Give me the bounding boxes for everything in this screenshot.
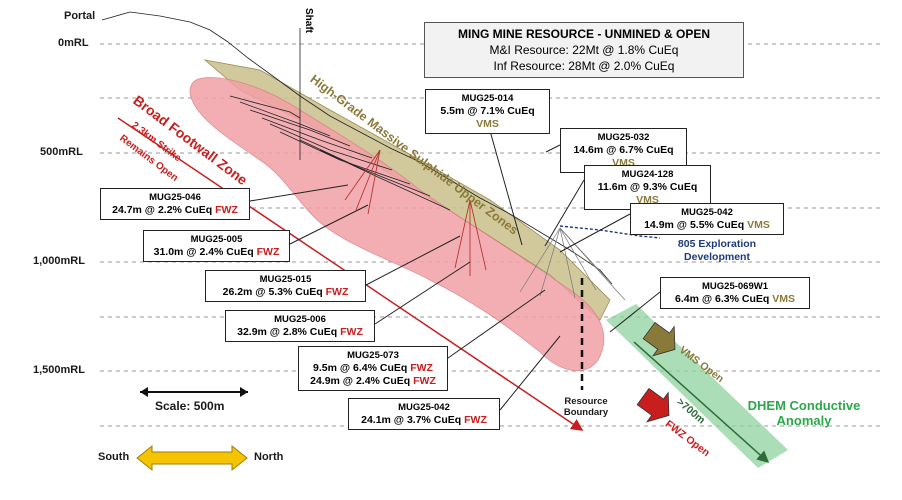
scale-label: Scale: 500m [155, 399, 225, 413]
intercept-tag: FWZ [464, 414, 487, 426]
hole-id: MUG25-046 [149, 192, 201, 203]
elevation-label-500: 500mRL [40, 146, 83, 158]
resource-boundary-label-2: Boundary [563, 407, 609, 418]
intercept-box: MUG25-042 24.1m @ 3.7% CuEq FWZ [348, 398, 500, 430]
resource-title: MING MINE RESOURCE - UNMINED & OPEN [457, 27, 710, 41]
fwz-open-arrow [636, 387, 670, 423]
hole-id: MUG25-014 [461, 93, 514, 104]
intercept-box: MUG25-015 26.2m @ 5.3% CuEq FWZ [205, 270, 366, 302]
intercept-box: MUG25-006 32.9m @ 2.8% CuEq FWZ [225, 310, 375, 342]
dhem-label-2: Anomaly [776, 413, 832, 428]
intercept-result: 14.9m @ 5.5% CuEq [644, 219, 745, 231]
hole-id: MUG25-069W1 [702, 281, 768, 292]
hole-id: MUG25-032 [597, 132, 650, 143]
hole-id: MUG24-128 [621, 169, 674, 180]
intercept-result: 14.6m @ 6.7% CuEq [573, 144, 674, 156]
intercept-box: MUG24-128 11.6m @ 9.3% CuEq VMS [584, 165, 711, 210]
intercept-box: MUG25-046 24.7m @ 2.2% CuEq FWZ [100, 188, 250, 220]
intercept-tag: FWZ [410, 362, 433, 374]
intercept-result: 9.5m @ 6.4% CuEq [313, 362, 408, 374]
intercept-tag: VMS [772, 293, 795, 305]
south-label: South [98, 451, 130, 463]
intercept-tag: FWZ [215, 204, 238, 216]
inf-resource: Inf Resource: 28Mt @ 2.0% CuEq [493, 59, 675, 73]
intercept-result: 31.0m @ 2.4% CuEq [153, 246, 254, 258]
exploration-label-1: 805 Exploration [677, 238, 757, 250]
intercept-tag: FWZ [256, 246, 280, 258]
mine-development [101, 11, 613, 285]
resource-boundary-label: Resource Boundary [556, 396, 616, 418]
exploration-label-2: Development [684, 251, 750, 263]
hole-id: MUG25-006 [274, 314, 326, 325]
elevation-label-0: 0mRL [58, 37, 89, 49]
intercept-tag: FWZ [413, 375, 436, 387]
intercept-result: 32.9m @ 2.8% CuEq [237, 326, 338, 338]
intercept-box: MUG25-073 9.5m @ 6.4% CuEq FWZ 24.9m @ 2… [298, 346, 448, 391]
mi-resource: M&I Resource: 22Mt @ 1.8% CuEq [489, 43, 679, 57]
intercept-tag: VMS [476, 118, 499, 130]
shaft-label: Shaft [303, 8, 314, 33]
exploration-label: 805 Exploration Development [662, 238, 772, 264]
intercept-box: MUG25-014 5.5m @ 7.1% CuEq VMS [425, 89, 550, 134]
intercept-tag: FWZ [325, 286, 349, 298]
resource-boundary-label-1: Resource [564, 396, 608, 407]
hole-id: MUG25-005 [190, 234, 243, 245]
hole-id: MUG25-042 [681, 207, 733, 218]
intercept-result: 24.9m @ 2.4% CuEq [310, 375, 411, 387]
hole-id: MUG25-042 [398, 402, 450, 413]
exploration-holes [519, 227, 626, 301]
intercept-result: 6.4m @ 6.3% CuEq [675, 293, 770, 305]
intercept-box: MUG25-042 14.9m @ 5.5% CuEq VMS [630, 203, 784, 235]
intercept-tag: FWZ [340, 326, 363, 338]
dhem-label: DHEM Conductive Anomaly [738, 398, 870, 428]
dhem-arrow [633, 341, 770, 464]
resource-body [189, 77, 605, 372]
portal-label: Portal [64, 10, 96, 22]
intercept-tag: VMS [747, 219, 770, 231]
drill-holes [344, 149, 487, 276]
intercept-result: 26.2m @ 5.3% CuEq [222, 286, 323, 298]
intercept-box: MUG25-005 31.0m @ 2.4% CuEq FWZ [143, 230, 290, 262]
resource-summary-box: MING MINE RESOURCE - UNMINED & OPEN M&I … [424, 22, 744, 78]
dhem-label-1: DHEM Conductive [747, 398, 861, 413]
intercept-box: MUG25-069W1 6.4m @ 6.3% CuEq VMS [660, 277, 810, 309]
intercept-result: 24.1m @ 3.7% CuEq [361, 414, 462, 426]
callout-leaders [249, 119, 661, 411]
vms-open-arrow [642, 321, 676, 357]
hole-id: MUG25-015 [259, 274, 312, 285]
north-label: North [254, 451, 284, 463]
hole-id: MUG25-073 [347, 350, 399, 361]
intercept-result: 5.5m @ 7.1% CuEq [440, 105, 535, 117]
elevation-label-1500: 1,500mRL [33, 364, 85, 376]
intercept-result: 24.7m @ 2.2% CuEq [112, 204, 213, 216]
intercept-result: 11.6m @ 9.3% CuEq [597, 181, 698, 193]
elevation-label-1000: 1,000mRL [33, 255, 85, 267]
south-north-arrow [136, 444, 248, 472]
exploration-development-line [559, 225, 661, 239]
